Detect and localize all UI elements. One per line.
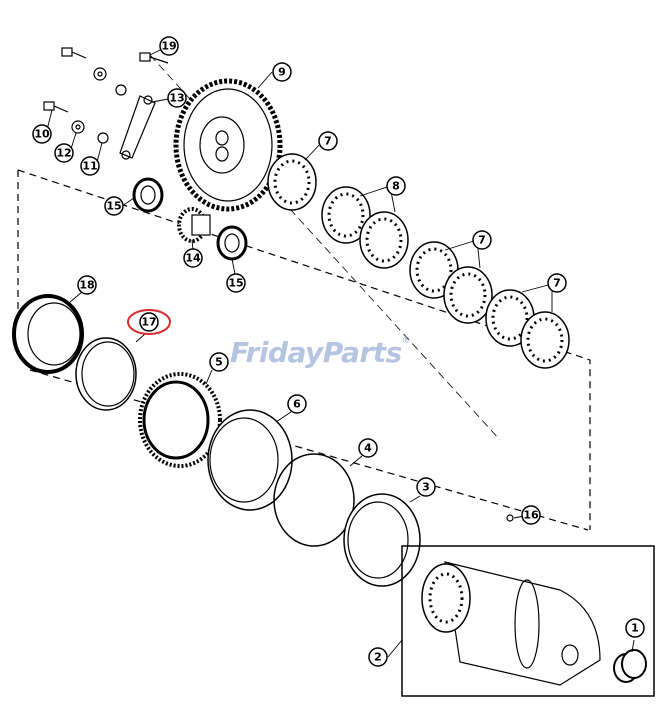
callout-8: 8 xyxy=(392,180,400,193)
callout-7b: 7 xyxy=(478,234,486,247)
callout-4: 4 xyxy=(364,442,372,455)
callout-15b: 15 xyxy=(228,277,243,290)
pin-16 xyxy=(506,514,514,522)
callout-2: 2 xyxy=(374,651,382,664)
callout-15a: 15 xyxy=(106,200,121,213)
housing-box-2 xyxy=(401,545,655,697)
highlight-ring-17 xyxy=(127,309,171,335)
bolt-10 xyxy=(43,101,109,144)
gear-9 xyxy=(173,78,283,212)
watermark-text-left: Friday xyxy=(230,336,323,369)
pinion-gear-14 xyxy=(177,207,211,243)
watermark-registered-mark: ® xyxy=(401,336,411,346)
o-ring-4 xyxy=(273,453,355,547)
watermark-logo: FridayParts® xyxy=(230,336,411,369)
callout-3: 3 xyxy=(422,481,430,494)
ring-17 xyxy=(75,337,137,411)
callout-16: 16 xyxy=(523,509,539,522)
bearing-15a xyxy=(132,177,164,213)
disc-7a xyxy=(267,153,317,211)
callout-circles xyxy=(32,36,645,667)
callout-5: 5 xyxy=(215,356,223,369)
bolt-top xyxy=(61,47,127,96)
bolt-19 xyxy=(139,52,169,64)
disc-7b2 xyxy=(443,266,493,324)
callout-7c: 7 xyxy=(553,277,561,290)
roller-bearing-5 xyxy=(138,372,222,468)
disc-8a xyxy=(321,186,371,244)
washer-3 xyxy=(343,493,421,587)
bushing-1 xyxy=(613,649,647,683)
callout-7a: 7 xyxy=(324,135,332,148)
watermark-text-right: Parts xyxy=(322,336,402,369)
callout-11: 11 xyxy=(82,160,97,173)
callout-13: 13 xyxy=(169,92,184,105)
callout-10: 10 xyxy=(34,128,50,141)
disc-8b xyxy=(359,211,409,269)
disc-7c2 xyxy=(520,311,570,369)
callout-14: 14 xyxy=(185,252,201,265)
leader-lines xyxy=(45,47,635,658)
callout-9: 9 xyxy=(278,66,286,79)
callout-19: 19 xyxy=(161,40,176,53)
callout-12: 12 xyxy=(56,147,71,160)
callout-18: 18 xyxy=(79,279,94,292)
callout-17: 17 xyxy=(141,316,156,329)
link-plate-13 xyxy=(119,95,156,160)
callout-6: 6 xyxy=(293,398,301,411)
dashed-outline xyxy=(17,169,591,530)
bearing-cup-6 xyxy=(207,409,293,511)
housing-2 xyxy=(421,561,601,686)
callout-1: 1 xyxy=(631,622,639,635)
center-axis xyxy=(149,54,501,441)
bearing-15b xyxy=(216,225,248,261)
seal-ring-18 xyxy=(12,294,84,374)
